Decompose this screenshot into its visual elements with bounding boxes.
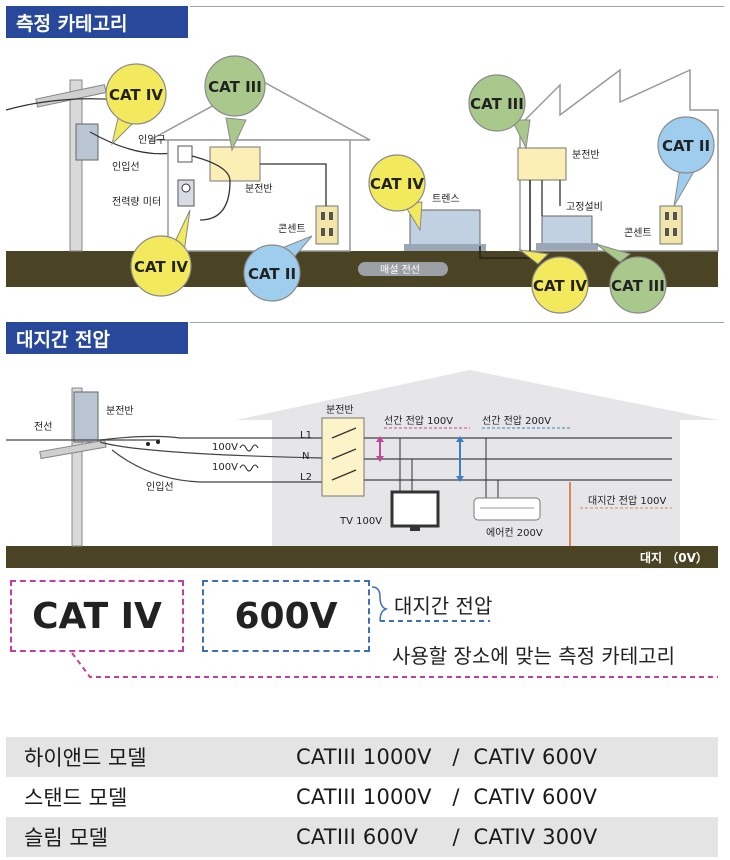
- ground-voltage-diagram: 대지 （0V） 분전반 전선 인입선 100V 100V 분전반 L1 N L2…: [6, 370, 718, 568]
- model-name: 슬림 모델: [24, 826, 108, 850]
- svg-text:CAT III: CAT III: [470, 95, 524, 113]
- category-box: CAT IV: [10, 580, 184, 652]
- svg-text:CAT III: CAT III: [611, 277, 665, 295]
- svg-text:CAT II: CAT II: [662, 137, 710, 155]
- model-spec: CATIII 600V / CATIV 300V: [296, 825, 598, 849]
- cat-iv-bubble-underground: CAT IV: [518, 249, 589, 314]
- wire-label: 전선: [34, 421, 52, 433]
- voltage-box: 600V: [202, 580, 370, 652]
- table-row: 스탠드 모델 CATIII 1000V / CATIV 600V: [6, 777, 718, 817]
- pole-transformer: [73, 391, 99, 443]
- section-title-text: 측정 카테고리: [16, 12, 128, 35]
- model-spec: CATIII 1000V / CATIV 600V: [296, 745, 598, 769]
- volt-bottom-label: 100V: [212, 462, 238, 473]
- utility-pole: [69, 79, 83, 252]
- cat-iii-bubble-fixed-equipment: CAT III: [595, 243, 667, 314]
- cat-ii-bubble-factory-outlet: CAT II: [657, 116, 715, 207]
- fixed-equipment-label: 고정설비: [566, 201, 603, 213]
- pole-transformer: [75, 123, 99, 161]
- line-voltage-100-label: 선간 전압 100V: [384, 414, 453, 427]
- house-silhouette: [236, 370, 718, 546]
- house-outlet-label: 콘센트: [278, 223, 306, 235]
- voltage-value: 600V: [234, 595, 338, 637]
- svg-text:CAT IV: CAT IV: [370, 175, 424, 193]
- line-voltage-200-label: 선간 전압 200V: [482, 414, 551, 427]
- svg-text:CAT II: CAT II: [248, 265, 296, 283]
- fixed-equipment-box: [541, 215, 593, 245]
- model-name: 스탠드 모델: [24, 786, 128, 810]
- model-name: 하이앤드 모델: [24, 746, 147, 770]
- cat-ii-bubble-house-outlet: CAT II: [243, 235, 313, 302]
- pole-panel-label: 분전반: [106, 405, 134, 417]
- tv-label: TV 100V: [339, 516, 382, 527]
- tv: [390, 490, 440, 528]
- cat-iii-bubble-factory: CAT III: [468, 74, 531, 150]
- meter-label: 전력량 미터: [112, 196, 161, 208]
- house-panel-label: 분전반: [326, 404, 354, 416]
- model-spec: CATIII 1000V / CATIV 600V: [296, 785, 598, 809]
- inlet-line-label: 인입선: [146, 480, 174, 493]
- measurement-category-diagram: 매설 전선 인입구 인입선 전력량 미터 분전반 콘센트 트렌스 분전반 고정설…: [5, 55, 719, 314]
- n-label: N: [302, 451, 309, 462]
- factory-distribution-panel: [517, 147, 567, 181]
- svg-text:CAT IV: CAT IV: [533, 277, 587, 295]
- utility-pole: [71, 387, 83, 547]
- cat-iii-bubble-house: CAT III: [204, 55, 266, 152]
- earth-strip: [6, 546, 718, 568]
- buried-cable-label: 매설 전선: [380, 264, 420, 276]
- house-entrance-box: [177, 145, 193, 163]
- earth-label: 대지 （0V）: [640, 550, 708, 565]
- legend-connectors: [71, 586, 718, 678]
- cat-iv-bubble-pole: CAT IV: [105, 63, 167, 146]
- cat-iv-bubble-transformer: CAT IV: [368, 154, 426, 232]
- overhead-wire: [5, 98, 121, 111]
- entrance-label: 인입구: [138, 133, 166, 146]
- svg-text:CAT IV: CAT IV: [134, 258, 188, 276]
- house-distribution-panel: [321, 417, 365, 497]
- factory-panel-label: 분전반: [572, 149, 600, 161]
- factory-outlet-label: 콘센트: [624, 227, 652, 239]
- l1-label: L1: [300, 430, 312, 441]
- section-title-measurement-category: 측정 카테고리: [6, 6, 188, 38]
- svg-text:CAT III: CAT III: [208, 78, 262, 96]
- category-value: CAT IV: [32, 595, 162, 637]
- model-table: 하이앤드 모델 CATIII 1000V / CATIV 600V 스탠드 모델…: [6, 737, 718, 857]
- house-distribution-panel: [209, 146, 261, 182]
- volt-top-label: 100V: [212, 442, 238, 453]
- inlet-line-label: 인입선: [112, 160, 140, 173]
- air-conditioner: [473, 497, 541, 521]
- house-panel-label: 분전반: [245, 183, 273, 195]
- factory-outlet: [659, 205, 683, 245]
- buried-cable: [358, 262, 448, 276]
- ground-voltage-label: 대지간 전압 100V: [588, 494, 666, 507]
- table-row: 슬림 모델 CATIII 600V / CATIV 300V: [6, 817, 718, 857]
- voltage-note: 대지간 전압: [394, 594, 493, 618]
- aircon-label: 에어컨 200V: [486, 527, 543, 539]
- house-outlet: [315, 205, 339, 245]
- cat-iv-bubble-meter: CAT IV: [130, 209, 192, 297]
- meter-dial: [181, 183, 191, 193]
- section-title-ground-voltage: 대지간 전압: [6, 322, 188, 354]
- transformer-label: 트렌스: [432, 193, 460, 205]
- svg-text:CAT IV: CAT IV: [109, 86, 163, 104]
- category-note: 사용할 장소에 맞는 측정 카테고리: [392, 644, 676, 668]
- l2-label: L2: [300, 472, 312, 483]
- header-divider: [190, 6, 724, 7]
- section-title-text: 대지간 전압: [16, 328, 111, 351]
- header-divider: [190, 322, 724, 323]
- table-row: 하이앤드 모델 CATIII 1000V / CATIV 600V: [6, 737, 718, 777]
